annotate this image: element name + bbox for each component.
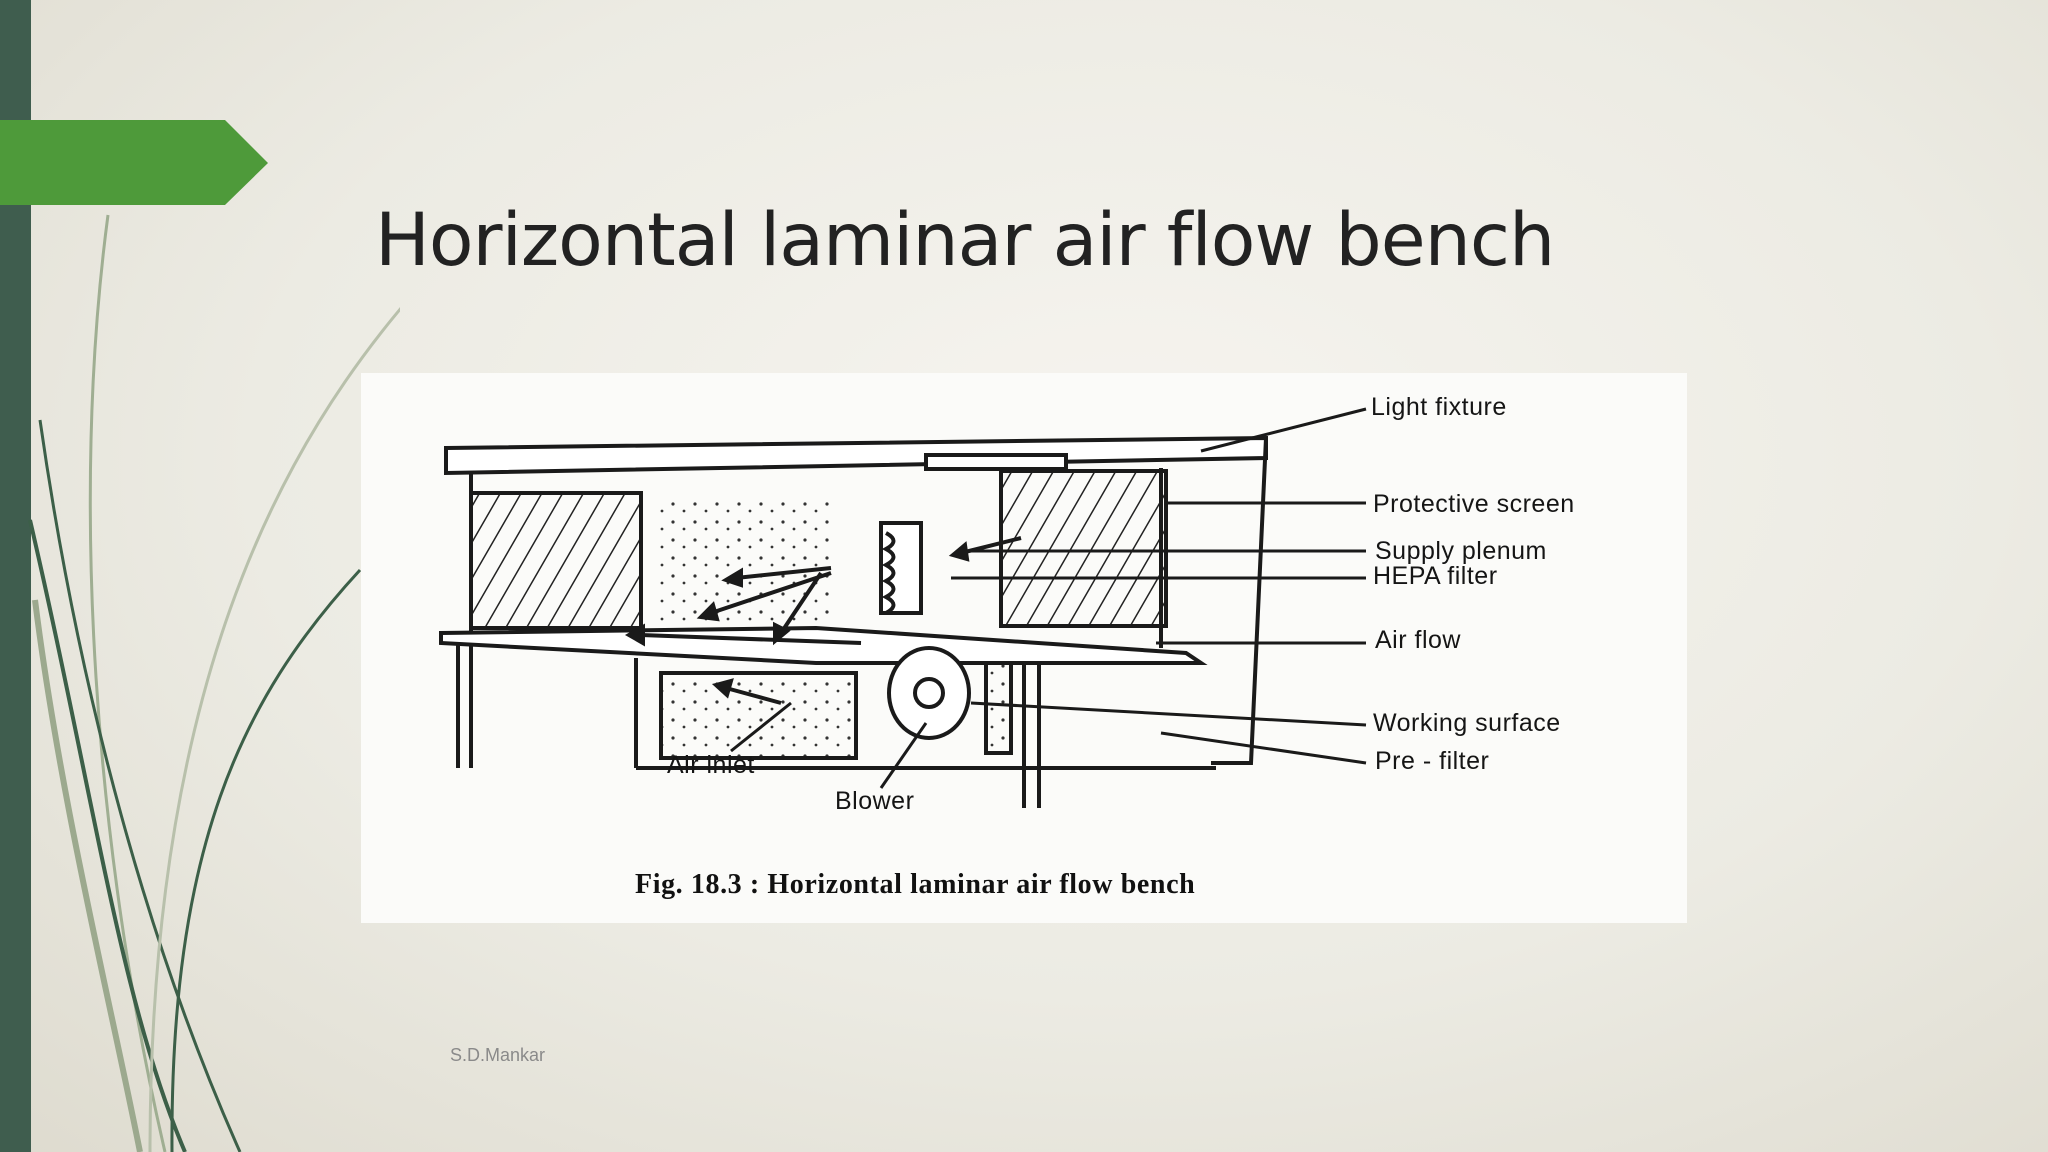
label-air-inlet: Air inlet	[667, 751, 755, 779]
slide-title: Horizontal laminar air flow bench	[375, 198, 1555, 283]
decorative-vines	[28, 214, 400, 1152]
label-pre-filter: Pre - filter	[1375, 747, 1490, 775]
label-protective-screen: Protective screen	[1373, 490, 1575, 518]
slide-footer: S.D.Mankar	[450, 1045, 546, 1065]
label-supply-plenum: Supply plenum	[1375, 537, 1547, 565]
title-accent-flag	[0, 120, 268, 205]
label-hepa-filter: HEPA filter	[1373, 562, 1498, 590]
label-working-surface: Working surface	[1373, 709, 1561, 737]
laminar-flow-bench-figure: Light fixture Protective screen Supply p…	[361, 373, 1687, 923]
bench-drawing	[439, 407, 1367, 808]
figure-caption: Fig. 18.3 : Horizontal laminar air flow …	[635, 869, 1196, 900]
label-blower: Blower	[835, 787, 915, 815]
label-air-flow: Air flow	[1375, 626, 1461, 654]
label-light-fixture: Light fixture	[1371, 393, 1507, 421]
